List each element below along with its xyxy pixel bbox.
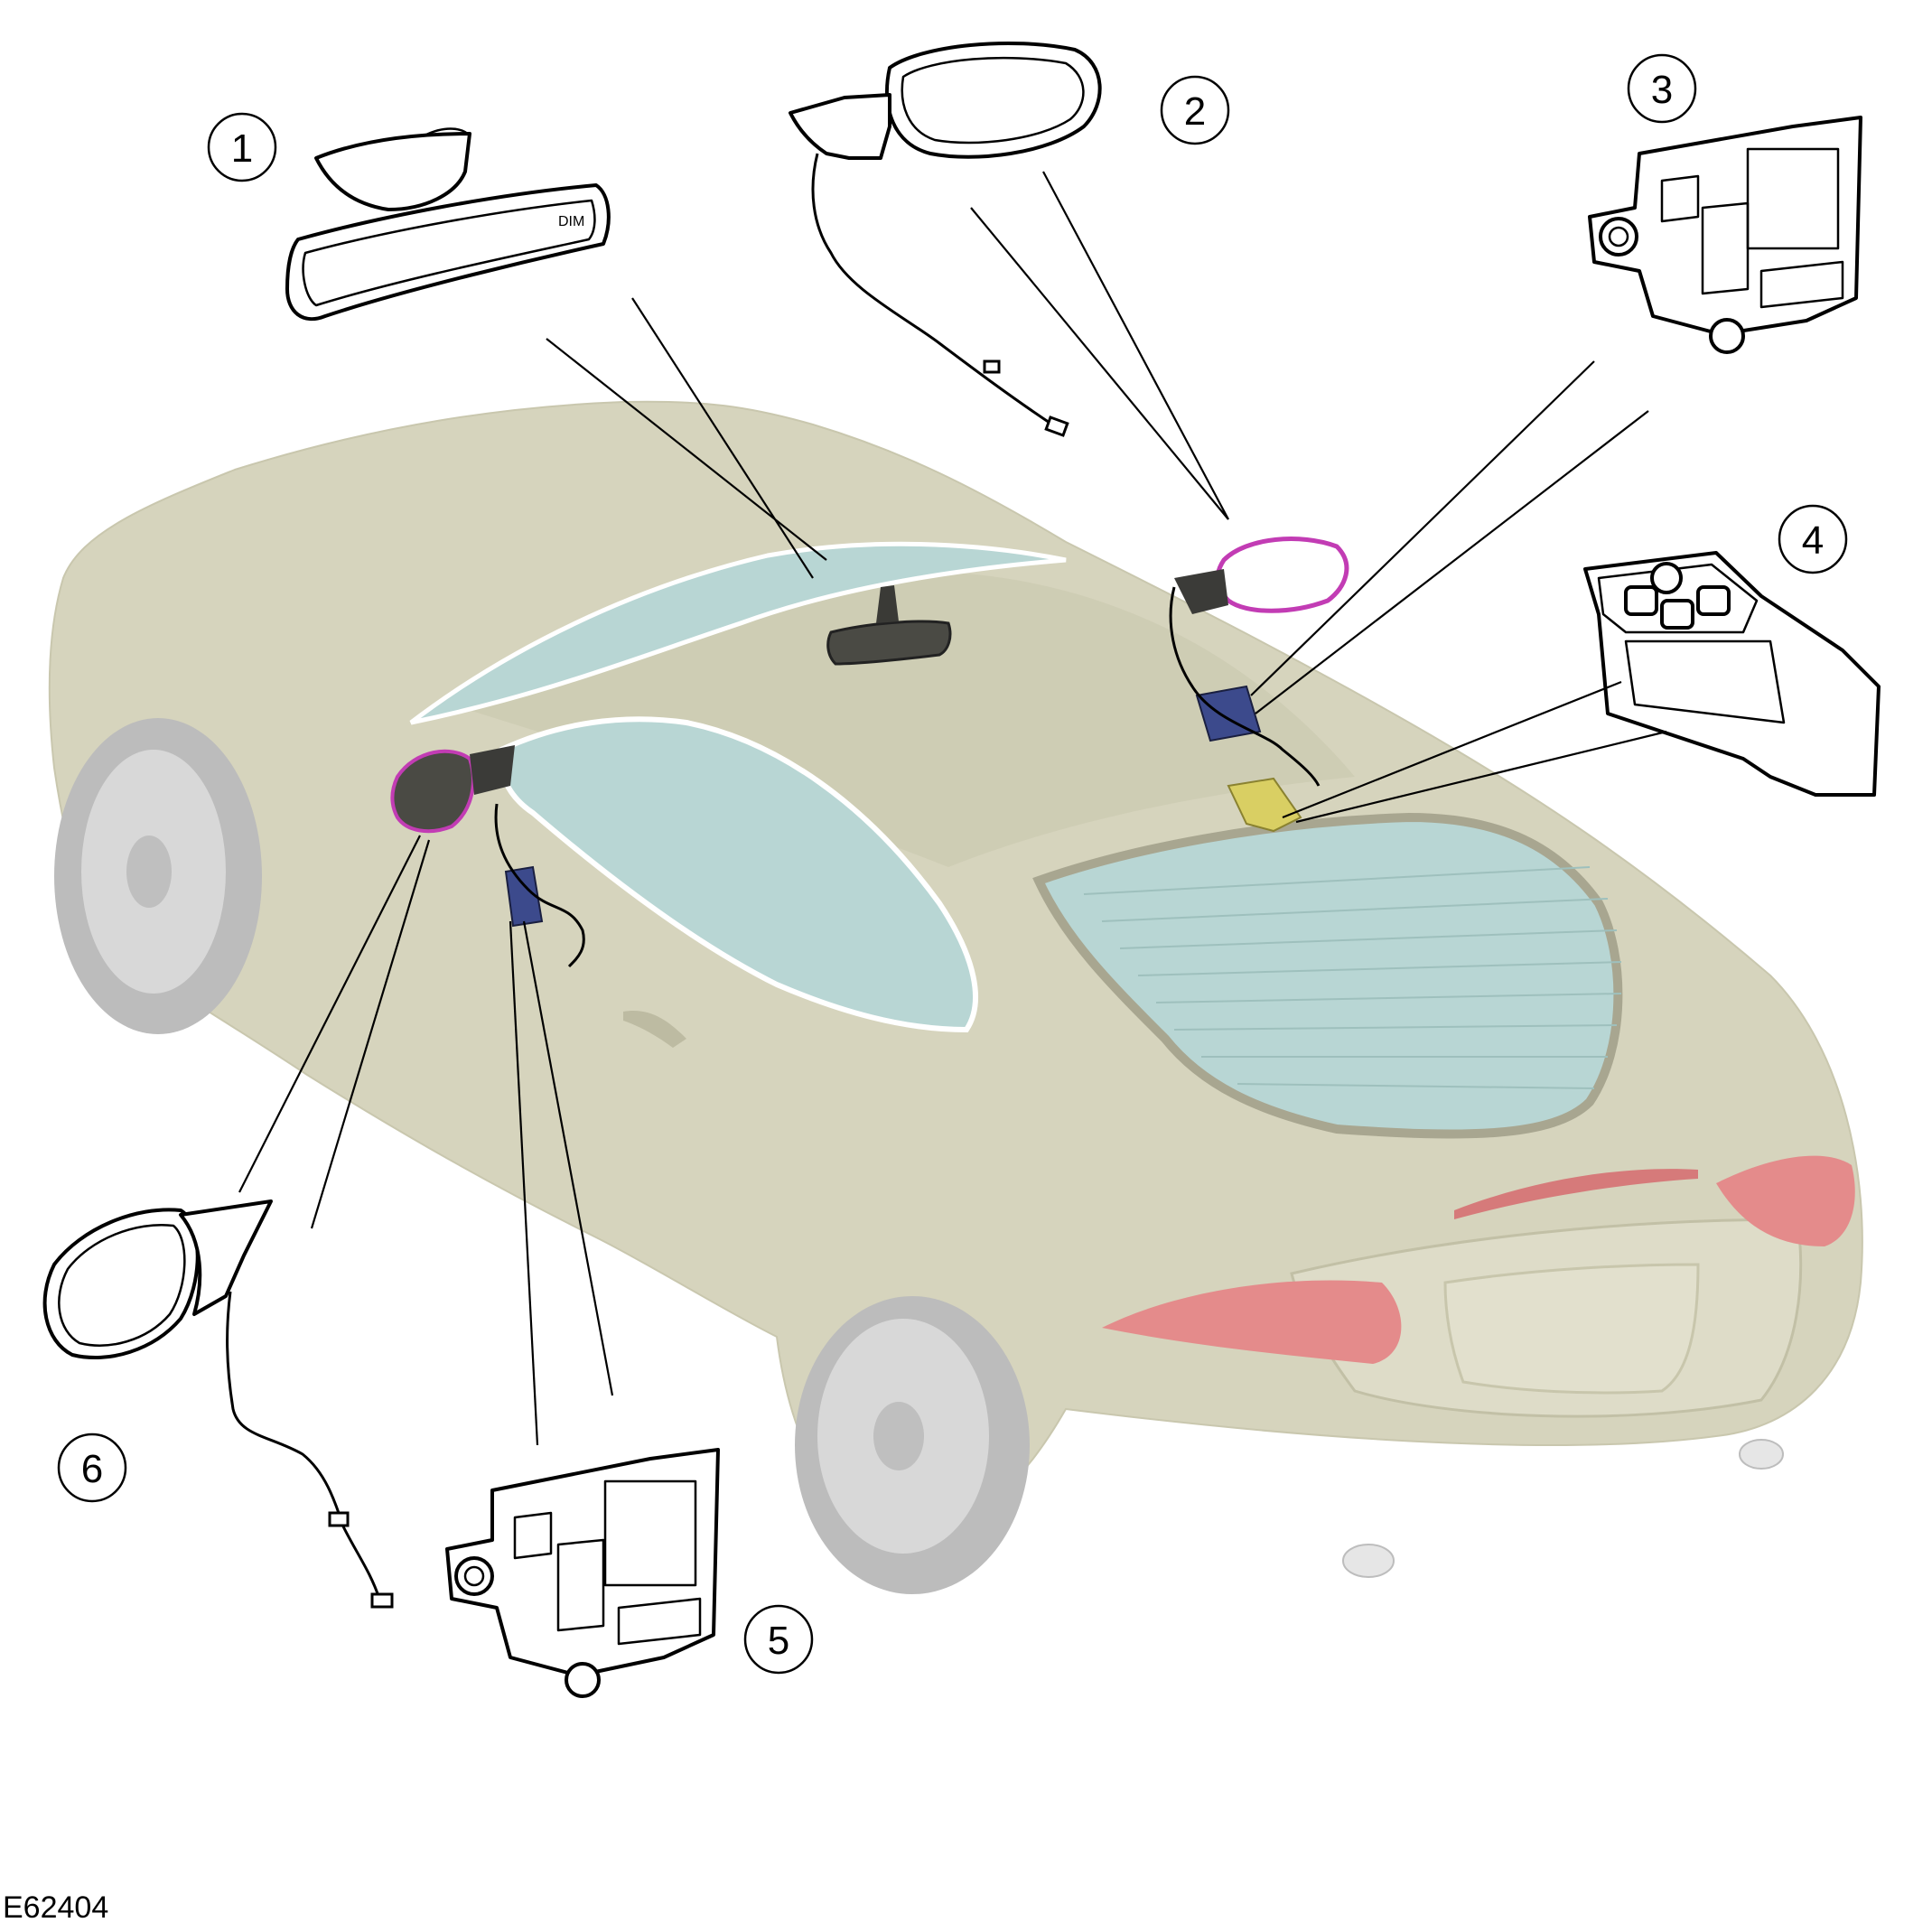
callout-2-label: 2 [1184,89,1206,134]
exhaust-tip [1739,1439,1784,1470]
front-windshield [409,541,1067,725]
interior-mirror-stem [876,585,899,623]
callout-6-label: 6 [81,1447,103,1491]
callout-4: 4 [1778,504,1848,574]
leader-line-3b [1255,410,1649,714]
left-door-module-on-car [504,865,544,928]
leader-line-5b [522,920,614,1396]
window-switch-pack [1583,551,1881,797]
svg-text:DIM: DIM [558,214,584,229]
window-switch-on-car [1227,777,1302,833]
left-mirror-harness-on-car [494,803,585,968]
callout-6: 6 [57,1433,127,1503]
leader-line-5a [509,920,539,1446]
right-door-mirror-on-car [1174,537,1349,614]
leader-line-4b [1295,730,1667,824]
callout-5: 5 [743,1604,814,1675]
leader-line-1b [631,297,814,579]
leader-line-4a [1282,680,1622,819]
leader-line-3a [1250,360,1595,696]
left-door-mirror-on-car [390,745,515,834]
interior-rear-view-mirror: DIM [285,127,611,322]
left-tail-light [1102,1280,1402,1364]
side-window [497,716,978,1033]
leader-line-2a [970,207,1229,520]
door-handle [623,1011,686,1048]
rear-window-heater-lines [1083,866,1622,1089]
leader-line-6b [310,839,431,1229]
high-mount-stop-light [1454,1169,1698,1219]
figure-reference-code: E62404 [3,1890,108,1925]
leader-line-1a [546,338,827,561]
left-exterior-mirror [42,1199,394,1609]
rear-wheel [795,1296,1030,1594]
number-plate-recess [1443,1263,1700,1395]
callout-4-label: 4 [1802,518,1824,563]
leader-line-2b [1042,171,1229,520]
right-door-control-module [1588,116,1862,354]
right-exterior-mirror [789,41,1102,437]
leader-line-6a [238,835,421,1193]
left-door-control-module [445,1448,720,1698]
right-mirror-harness-on-car [1169,586,1321,787]
rear-window [1032,812,1623,1139]
callout-3-label: 3 [1651,68,1673,112]
car-illustration [48,400,1863,1594]
callout-3: 3 [1627,53,1697,124]
front-wheel [54,718,262,1034]
callout-2: 2 [1160,75,1230,145]
leader-lines [238,171,1667,1446]
callout-5-label: 5 [768,1619,789,1663]
exhaust-tip [1342,1544,1395,1578]
callout-1: 1 [207,112,277,182]
interior-mirror-on-car [826,620,952,666]
callout-1-label: 1 [231,126,253,171]
right-tail-light [1716,1155,1855,1246]
